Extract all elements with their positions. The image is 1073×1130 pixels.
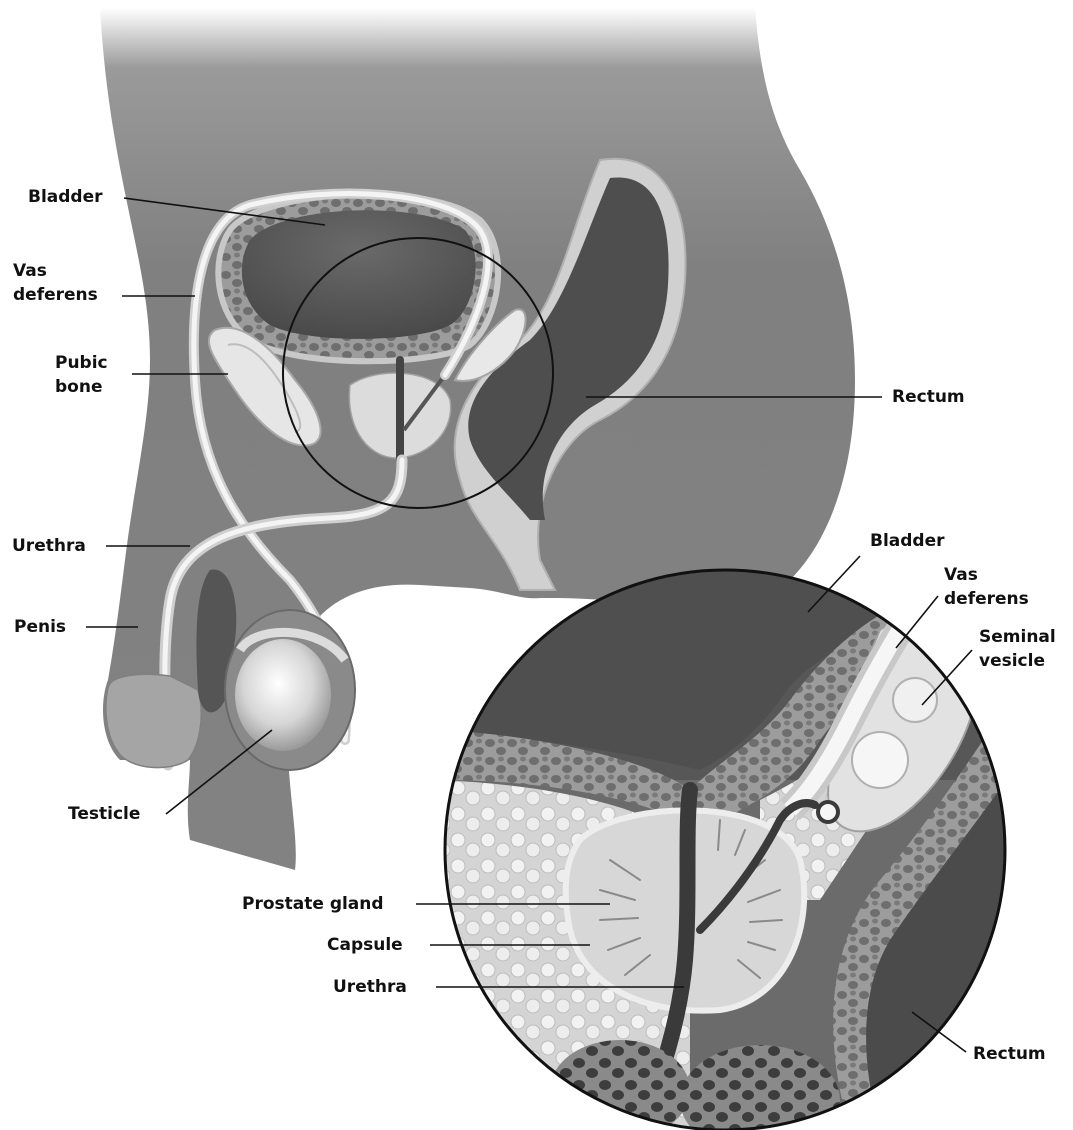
inset-magnified-view — [440, 560, 1030, 1130]
label-inset-seminal-vesicle-line1: Seminal — [979, 626, 1056, 648]
label-inset-vas-deferens-line1: Vas — [944, 564, 978, 586]
label-vas-deferens-line2: deferens — [13, 284, 98, 306]
penis-main — [106, 674, 201, 767]
bladder-main — [218, 195, 498, 362]
label-inset-seminal-vesicle-line2: vesicle — [979, 650, 1045, 672]
label-inset-vas-deferens-line2: deferens — [944, 588, 1029, 610]
label-vas-deferens-line1: Vas — [13, 260, 47, 282]
label-inset-urethra: Urethra — [333, 976, 407, 998]
label-inset-prostate-gland: Prostate gland — [242, 893, 384, 915]
label-inset-bladder: Bladder — [870, 530, 945, 552]
label-rectum: Rectum — [892, 386, 965, 408]
label-bladder: Bladder — [28, 186, 103, 208]
label-inset-capsule: Capsule — [327, 934, 403, 956]
label-pubic-bone-line2: bone — [55, 376, 102, 398]
label-penis: Penis — [14, 616, 66, 638]
label-urethra: Urethra — [12, 535, 86, 557]
label-testicle: Testicle — [68, 803, 140, 825]
leader-inset-vas-deferens — [896, 596, 938, 648]
label-pubic-bone-line1: Pubic — [55, 352, 108, 374]
label-inset-rectum: Rectum — [973, 1043, 1046, 1065]
